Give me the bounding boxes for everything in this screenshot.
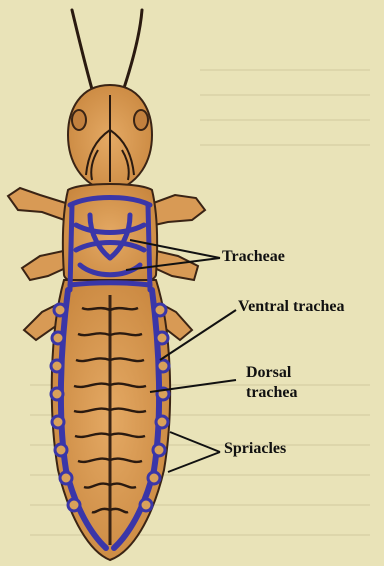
label-tracheae: Tracheae [222, 248, 285, 266]
label-spiracles: Spriacles [224, 440, 286, 458]
left-eye [72, 110, 86, 130]
right-eye [134, 110, 148, 130]
label-dorsal-trachea-line1: Dorsal [246, 364, 291, 382]
label-dorsal-trachea-line2: trachea [246, 384, 298, 402]
label-ventral-trachea: Ventral trachea [238, 298, 345, 316]
